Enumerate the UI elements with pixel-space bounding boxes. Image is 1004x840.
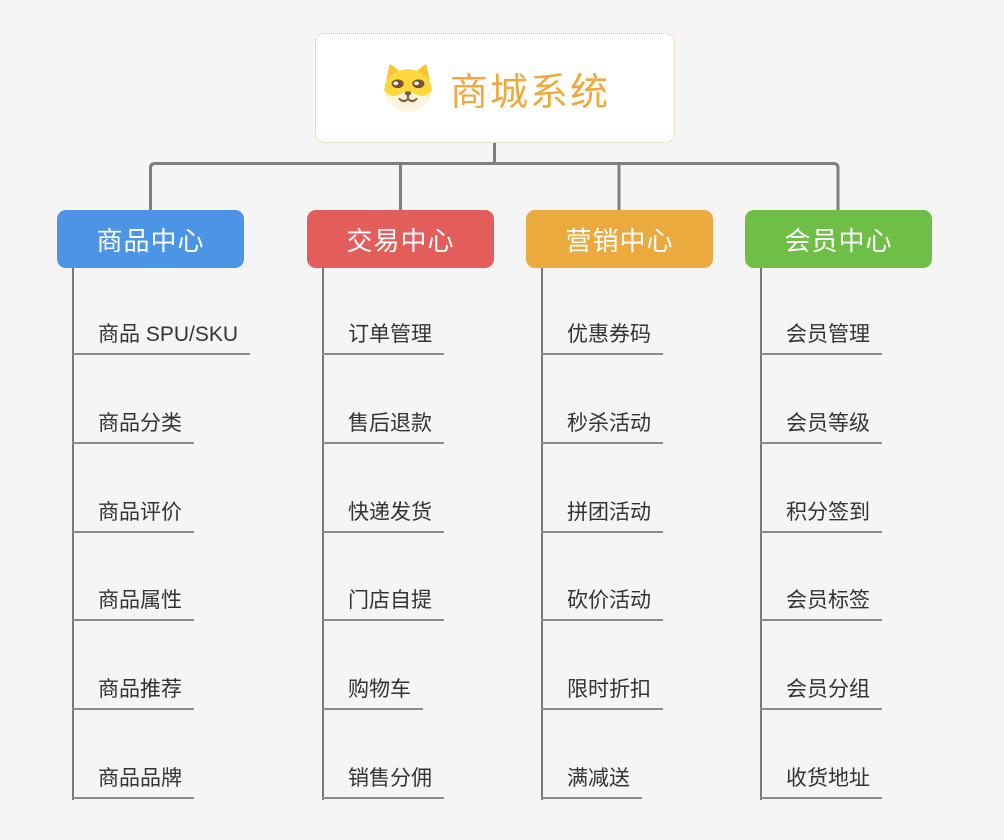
branch-node-product-center[interactable]: 商品中心 xyxy=(57,210,244,268)
leaf-node[interactable]: 会员管理 xyxy=(760,313,882,355)
leaf-node[interactable]: 会员标签 xyxy=(760,579,882,621)
leaf-node[interactable]: 砍价活动 xyxy=(541,579,663,621)
branch-member-center: 会员中心 会员管理 会员等级 积分签到 会员标签 会员分组 收货地址 xyxy=(745,210,1004,840)
branch-marketing-center: 营销中心 优惠券码 秒杀活动 拼团活动 砍价活动 限时折扣 满减送 xyxy=(526,210,786,840)
leaf-node[interactable]: 商品推荐 xyxy=(72,668,194,710)
leaf-node[interactable]: 销售分佣 xyxy=(322,757,444,799)
leaf-node[interactable]: 限时折扣 xyxy=(541,668,663,710)
branch-trunk-line xyxy=(760,268,762,800)
branch-trunk-line xyxy=(72,268,74,800)
branch-node-member-center[interactable]: 会员中心 xyxy=(745,210,932,268)
dog-face-icon xyxy=(384,63,432,112)
leaf-node[interactable]: 快递发货 xyxy=(322,491,444,533)
leaf-node[interactable]: 商品 SPU/SKU xyxy=(72,313,251,355)
branch-trunk-line xyxy=(322,268,324,800)
branch-trunk-line xyxy=(541,268,543,800)
leaf-node[interactable]: 收货地址 xyxy=(760,757,882,799)
leaf-node[interactable]: 拼团活动 xyxy=(541,491,663,533)
root-title: 商城系统 xyxy=(449,71,610,114)
leaf-node[interactable]: 商品品牌 xyxy=(72,757,194,799)
branch-node-marketing-center[interactable]: 营销中心 xyxy=(526,210,713,268)
leaf-node[interactable]: 门店自提 xyxy=(322,579,444,621)
leaf-node[interactable]: 商品评价 xyxy=(72,491,194,533)
leaf-node[interactable]: 订单管理 xyxy=(322,313,444,355)
leaf-node[interactable]: 优惠券码 xyxy=(541,313,663,355)
leaf-node[interactable]: 积分签到 xyxy=(760,491,882,533)
leaf-node[interactable]: 商品分类 xyxy=(72,402,194,444)
leaf-node[interactable]: 秒杀活动 xyxy=(541,402,663,444)
leaf-node[interactable]: 满减送 xyxy=(541,757,642,799)
leaf-node[interactable]: 会员等级 xyxy=(760,402,882,444)
branch-product-center: 商品中心 商品 SPU/SKU 商品分类 商品评价 商品属性 商品推荐 商品品牌 xyxy=(57,210,317,840)
root-node-mall-system[interactable]: 商城系统 xyxy=(315,33,675,143)
leaf-node[interactable]: 售后退款 xyxy=(322,402,444,444)
leaf-node[interactable]: 购物车 xyxy=(322,668,423,710)
branch-node-trade-center[interactable]: 交易中心 xyxy=(307,210,494,268)
branch-trade-center: 交易中心 订单管理 售后退款 快递发货 门店自提 购物车 销售分佣 xyxy=(307,210,567,840)
leaf-node[interactable]: 商品属性 xyxy=(72,579,194,621)
leaf-node[interactable]: 会员分组 xyxy=(760,668,882,710)
